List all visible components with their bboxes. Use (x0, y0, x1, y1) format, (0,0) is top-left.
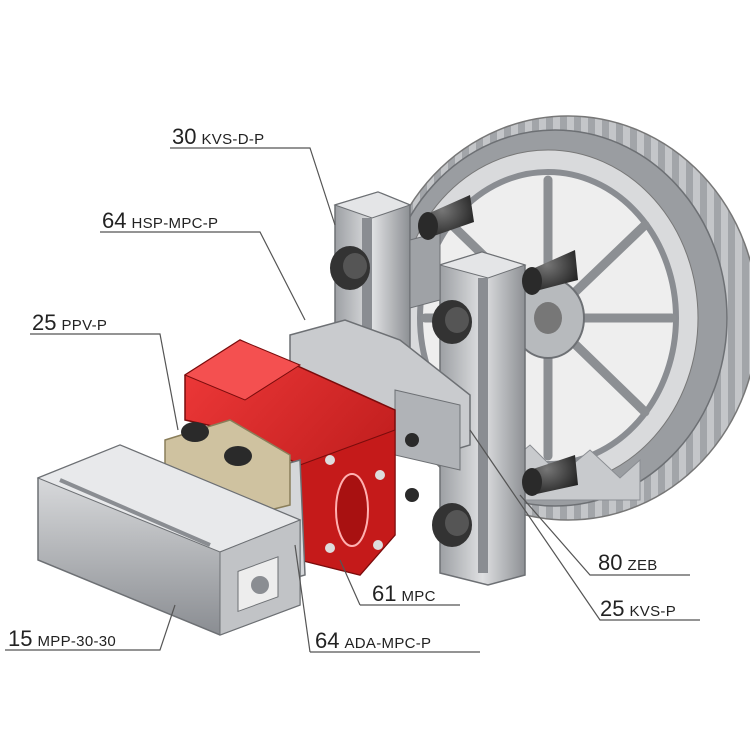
callout-code: HSP-MPC-P (131, 215, 219, 232)
callout-number: 30 (172, 124, 197, 149)
callout-code: PPV-P (61, 317, 108, 334)
callout-number: 61 (372, 581, 397, 606)
callout-number: 64 (315, 628, 340, 653)
callout-code: MPP-30-30 (37, 633, 117, 650)
callout-code: MPC (401, 588, 436, 605)
leader-lines (5, 147, 700, 653)
callout-code: KVS-D-P (201, 131, 265, 148)
callout-number: 80 (598, 550, 623, 575)
callout-code: KVS-P (629, 603, 676, 620)
guide-rollers (330, 195, 578, 547)
base-profile (36, 444, 302, 636)
callout-number: 25 (600, 596, 625, 621)
callout-number: 15 (8, 626, 33, 651)
callout-number: 25 (32, 310, 57, 335)
callout-number: 64 (102, 208, 127, 233)
callout-code: ADA-MPC-P (344, 635, 432, 652)
callout-code: ZEB (627, 557, 658, 574)
